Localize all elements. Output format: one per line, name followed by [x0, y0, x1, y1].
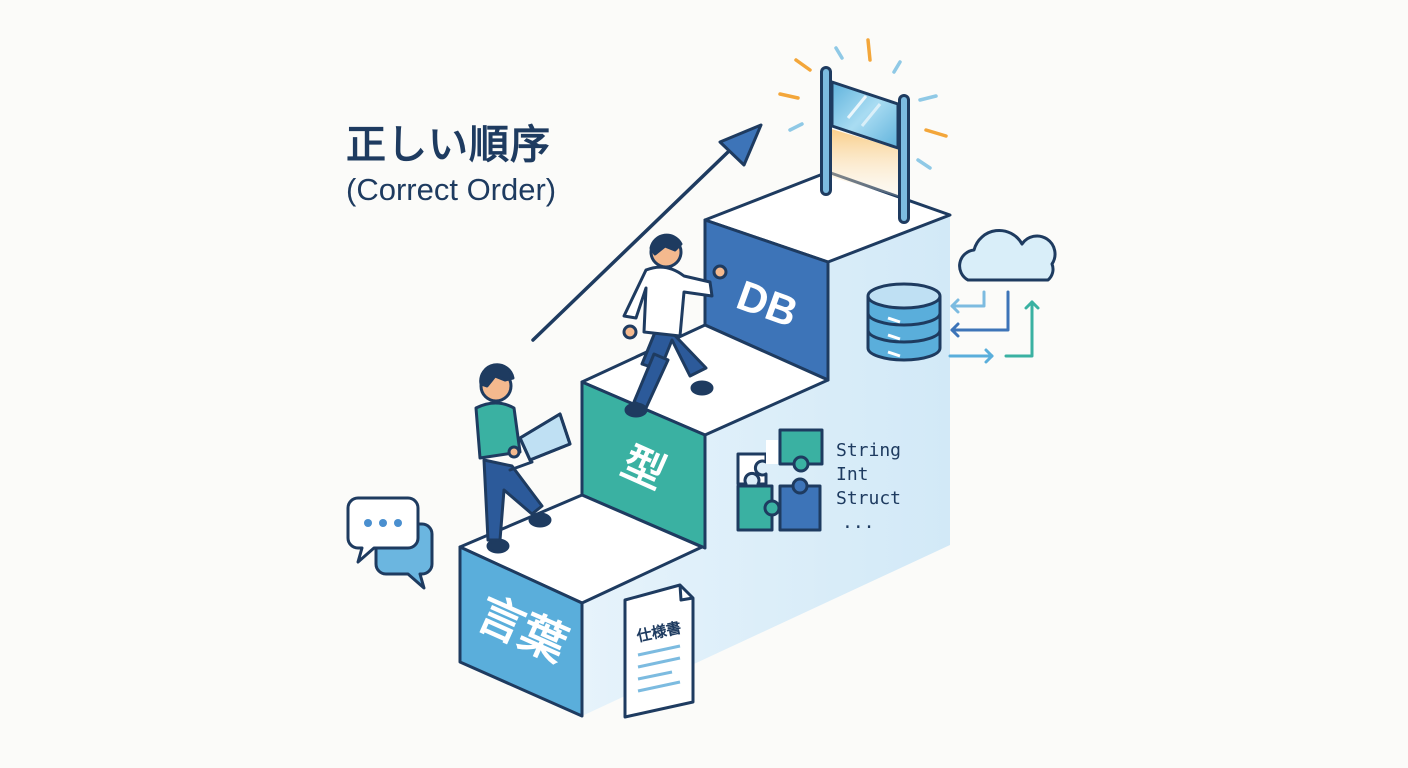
puzzle-icon — [736, 428, 824, 532]
person-climbing — [622, 233, 728, 418]
type-struct: Struct — [836, 488, 901, 509]
spec-document — [623, 583, 695, 719]
page-title: 正しい順序 — [346, 122, 551, 168]
cloud-icon — [958, 228, 1057, 282]
chat-bubbles-icon — [346, 496, 434, 590]
sparkle-rays — [778, 38, 948, 170]
goal-flag — [820, 66, 910, 224]
page-subtitle: (Correct Order) — [346, 172, 557, 207]
type-string: String — [836, 440, 901, 461]
step-words — [458, 493, 704, 718]
database-icon — [866, 282, 942, 362]
sync-arrows-icon — [948, 290, 1040, 364]
person-with-laptop — [474, 363, 572, 554]
type-int: Int — [836, 464, 869, 485]
type-ellipsis: ... — [842, 512, 875, 533]
growth-arrow — [531, 123, 763, 342]
